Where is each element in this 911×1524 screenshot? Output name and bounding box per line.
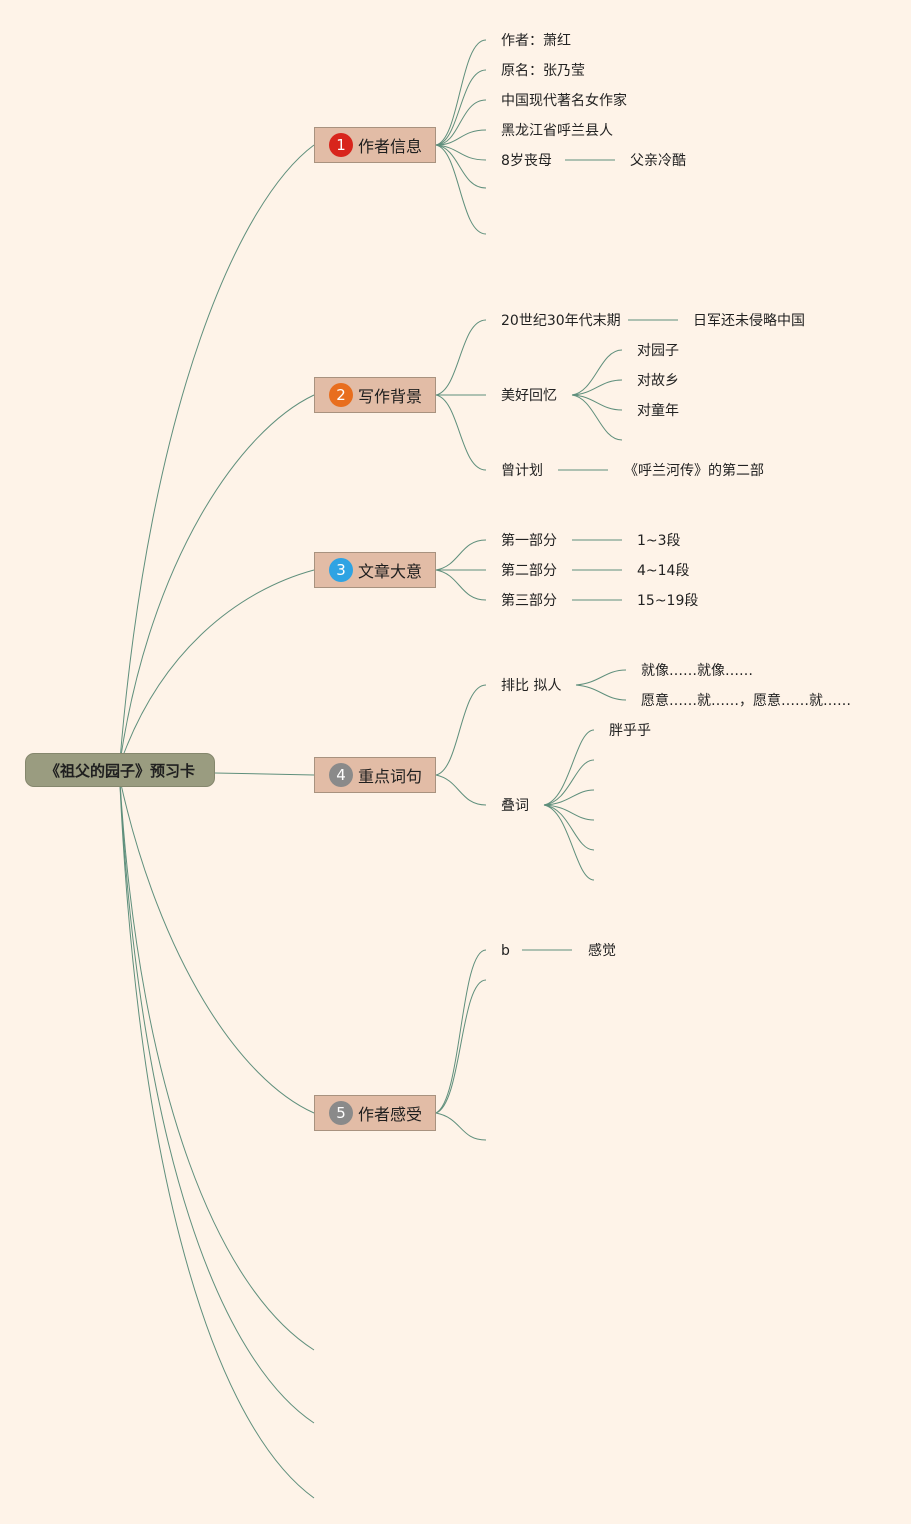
link-root-feeling [119,779,315,1114]
feeling-value[interactable]: 感觉 [588,943,616,959]
summary-range[interactable]: 15~19段 [637,593,699,609]
summary-range[interactable]: 1~3段 [637,533,681,549]
number-5-icon: 5 [329,1101,353,1125]
link-root-author [119,144,315,761]
link-root-background [119,394,315,763]
summary-range[interactable]: 4~14段 [637,563,690,579]
reduplication-item[interactable]: 胖乎乎 [609,723,651,739]
link-root-summary [119,569,315,765]
rhetoric-item[interactable]: 愿意……就……，愿意……就…… [641,693,851,709]
branch-author-info[interactable]: 1 作者信息 [314,127,436,163]
author-item[interactable]: 8岁丧母 [501,153,552,169]
phrases-reduplication[interactable]: 叠词 [501,798,529,814]
author-item[interactable]: 原名：张乃莹 [501,63,585,79]
background-plan[interactable]: 曾计划 [501,463,543,479]
branch-label: 重点词句 [358,767,423,786]
branch-label: 作者信息 [358,137,423,156]
branch-article-summary[interactable]: 3 文章大意 [314,552,436,588]
branch-writing-background[interactable]: 2 写作背景 [314,377,436,413]
branch-author-feeling[interactable]: 5 作者感受 [314,1095,436,1131]
number-3-icon: 3 [329,558,353,582]
summary-part[interactable]: 第一部分 [501,533,557,549]
author-father-note[interactable]: 父亲冷酷 [630,153,686,169]
author-item[interactable]: 作者：萧红 [501,33,571,49]
author-item[interactable]: 中国现代著名女作家 [501,93,627,109]
branch-label: 作者感受 [358,1105,423,1124]
feeling-key[interactable]: b [501,943,510,959]
summary-part[interactable]: 第三部分 [501,593,557,609]
memory-item[interactable]: 对园子 [637,343,679,359]
rhetoric-item[interactable]: 就像……就像…… [641,663,753,679]
branch-label: 文章大意 [358,562,423,581]
branch-label: 写作背景 [358,387,423,406]
number-4-icon: 4 [329,763,353,787]
link-root-phrases [214,772,315,776]
memory-item[interactable]: 对童年 [637,403,679,419]
phrases-rhetoric[interactable]: 排比 拟人 [501,678,562,694]
background-plan-note[interactable]: 《呼兰河传》的第二部 [624,463,764,479]
background-era-note[interactable]: 日军还未侵略中国 [693,313,805,329]
number-1-icon: 1 [329,133,353,157]
link-root-empty-1 [119,781,315,1351]
summary-part[interactable]: 第二部分 [501,563,557,579]
background-era[interactable]: 20世纪30年代末期 [501,313,621,329]
root-node[interactable]: 《祖父的园子》预习卡 [25,753,215,787]
background-memory[interactable]: 美好回忆 [501,388,557,404]
link-root-empty-2 [119,783,315,1424]
number-2-icon: 2 [329,383,353,407]
memory-item[interactable]: 对故乡 [637,373,679,389]
author-item[interactable]: 黑龙江省呼兰县人 [501,123,613,139]
link-root-empty-3 [119,785,315,1499]
branch-key-phrases[interactable]: 4 重点词句 [314,757,436,793]
